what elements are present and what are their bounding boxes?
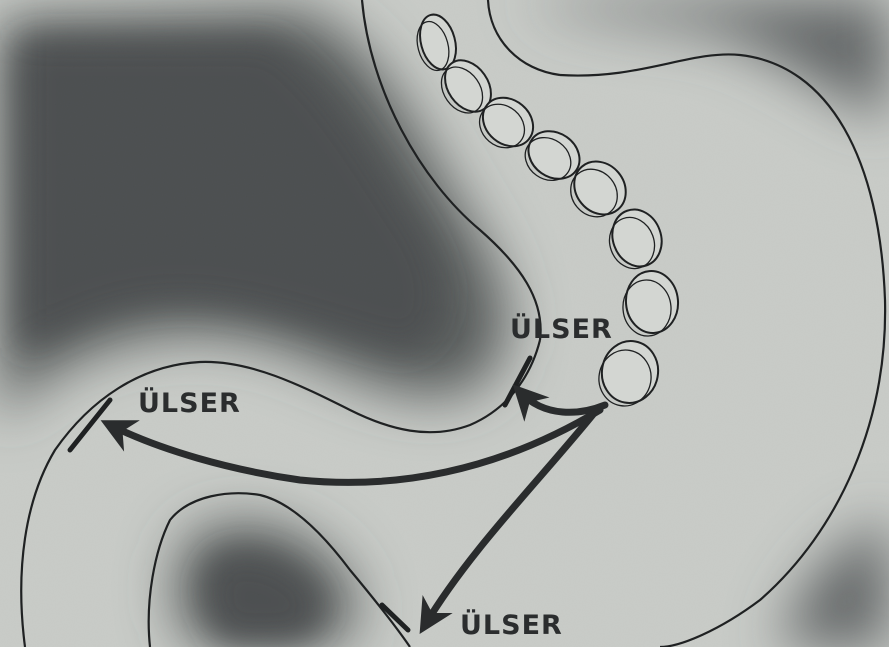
label-left-ulcer: ÜLSER — [138, 386, 241, 419]
label-upper-ulcer: ÜLSER — [510, 312, 613, 345]
label-bottom-ulcer: ÜLSER — [460, 608, 563, 641]
